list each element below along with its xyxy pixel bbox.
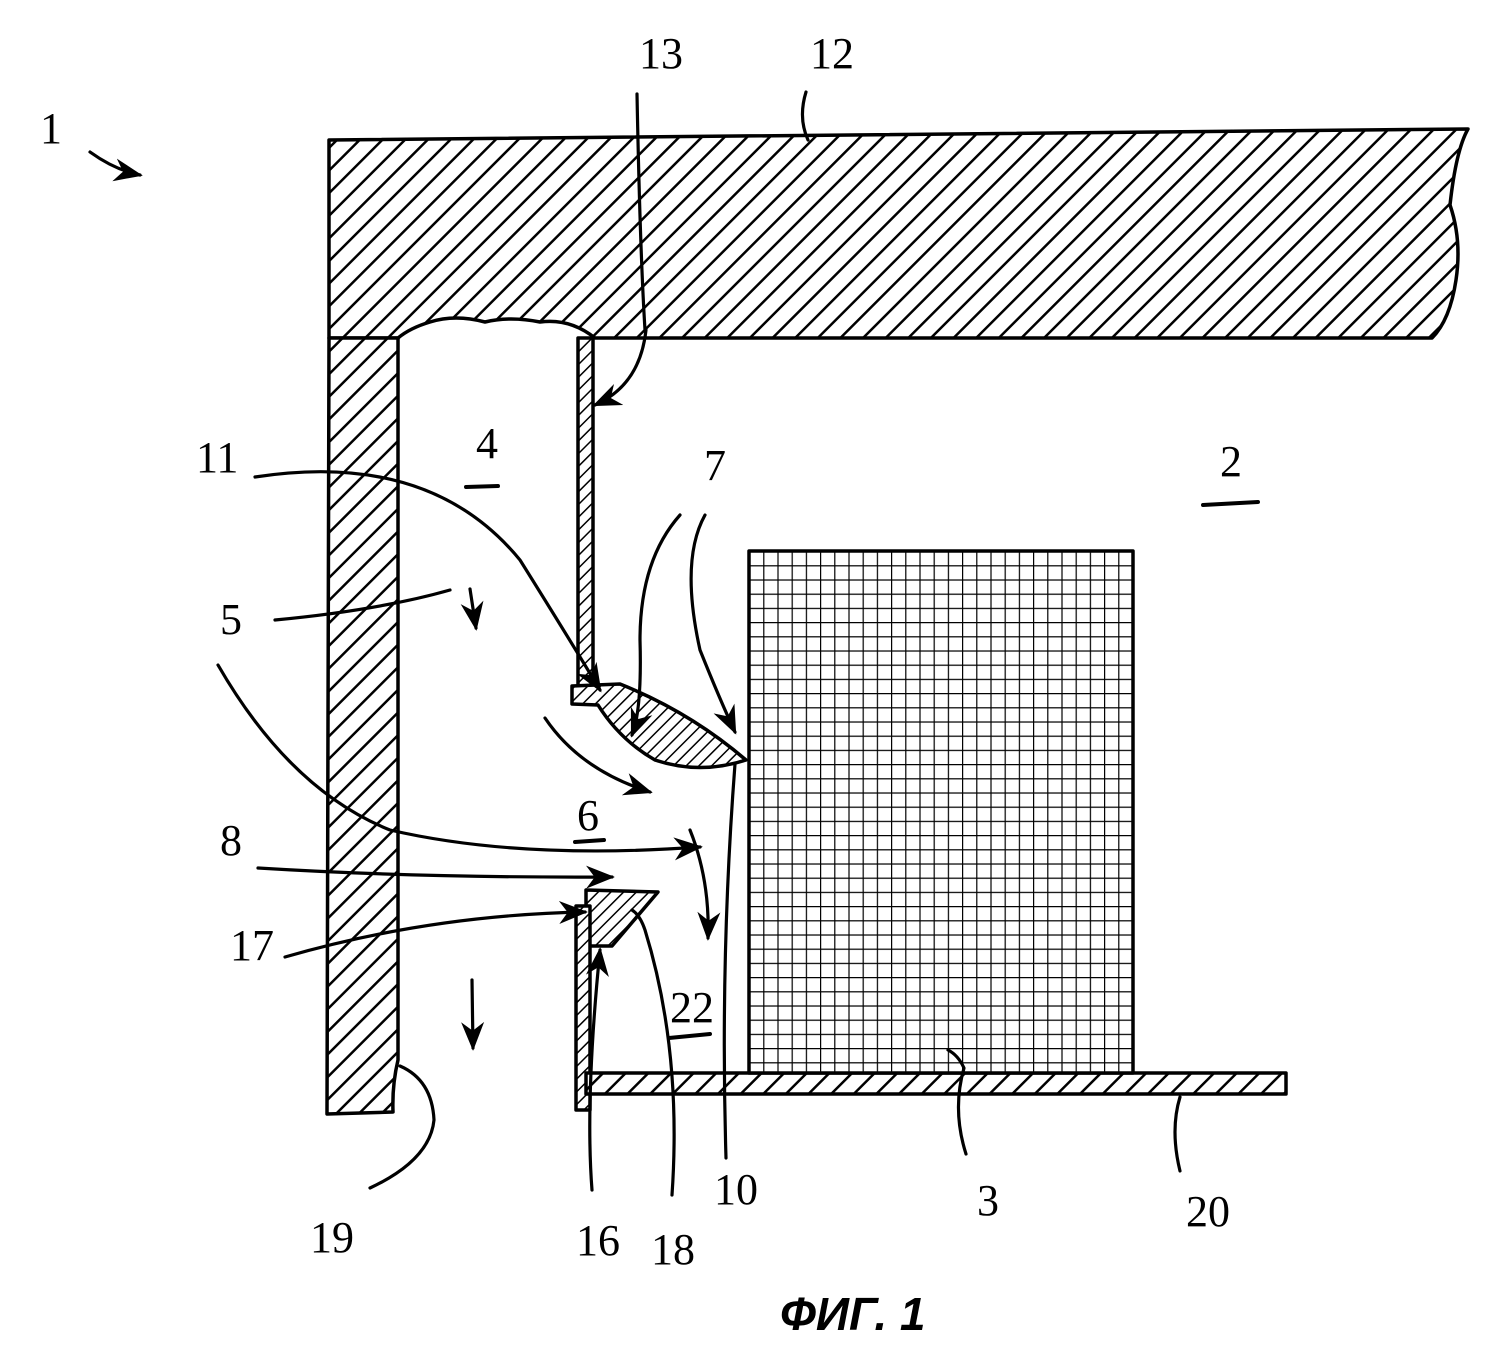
ref-8: 8 xyxy=(220,816,242,865)
ref-17: 17 xyxy=(230,921,274,970)
ref-20: 20 xyxy=(1186,1187,1230,1236)
ref-1: 1 xyxy=(40,104,62,153)
ref-6: 6 xyxy=(577,791,599,840)
reference-underlines xyxy=(464,484,1260,1040)
ref-10: 10 xyxy=(714,1165,758,1214)
reference-labels: 1 13 12 4 2 11 7 5 6 8 17 22 10 3 20 19 … xyxy=(40,29,1242,1274)
ref-16: 16 xyxy=(576,1216,620,1265)
figure-caption: ФИГ. 1 xyxy=(780,1288,925,1340)
ref-19: 19 xyxy=(310,1213,354,1262)
ref-4: 4 xyxy=(476,419,498,468)
left-wall xyxy=(325,336,400,1116)
ref-2: 2 xyxy=(1220,437,1242,486)
ref-7: 7 xyxy=(704,441,726,490)
bottom-plate-20 xyxy=(584,1071,1288,1096)
ref-3: 3 xyxy=(977,1176,999,1225)
ref-22: 22 xyxy=(670,983,714,1032)
ref-18: 18 xyxy=(651,1225,695,1274)
grid-block-3 xyxy=(747,549,1135,1075)
top-wall-12 xyxy=(327,127,1470,340)
ref-5: 5 xyxy=(220,595,242,644)
leader-lines xyxy=(88,90,1182,1197)
baffle-plate-13 xyxy=(576,336,595,690)
ref-12: 12 xyxy=(810,29,854,78)
ref-11: 11 xyxy=(196,433,238,482)
ref-13: 13 xyxy=(639,29,683,78)
deflector-element xyxy=(570,682,748,770)
